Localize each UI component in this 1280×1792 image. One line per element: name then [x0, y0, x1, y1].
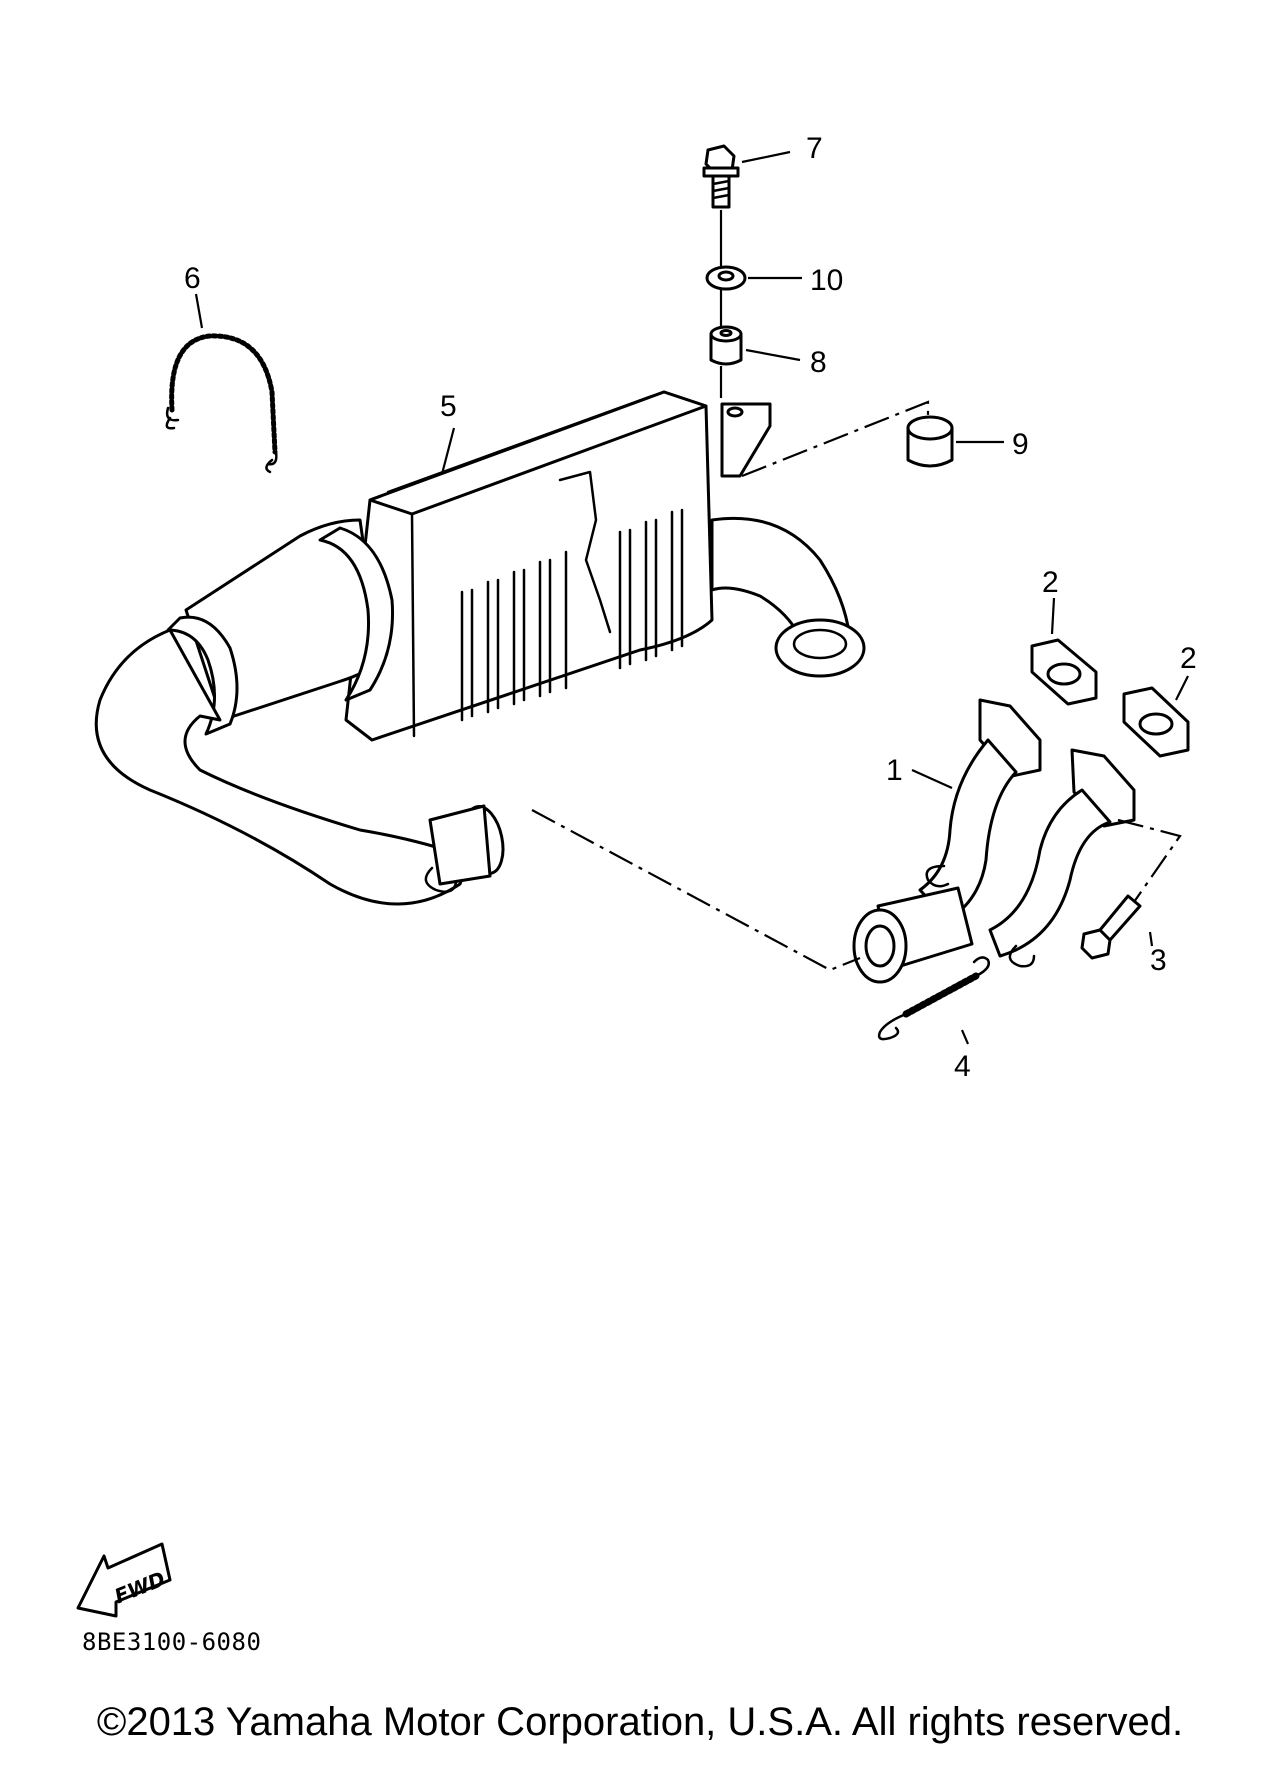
callout-6: 6	[184, 262, 201, 295]
callout-2b: 2	[1180, 642, 1197, 675]
part-10-washer[interactable]	[705, 265, 747, 291]
callout-10: 10	[810, 264, 843, 297]
diagram-code: 8BE3100-6080	[82, 1628, 262, 1656]
callout-4: 4	[954, 1050, 971, 1083]
part-6-spring[interactable]	[165, 333, 278, 474]
part-4-spring[interactable]	[877, 956, 990, 1041]
part-3-bolt[interactable]	[1080, 894, 1142, 960]
part-7-bolt[interactable]	[702, 144, 740, 209]
callout-1: 1	[886, 754, 903, 787]
part-2-gasket-left[interactable]	[1030, 638, 1098, 706]
fwd-arrow-icon: FWD	[76, 1542, 172, 1618]
callout-7: 7	[806, 132, 823, 165]
callout-3: 3	[1150, 944, 1167, 977]
callout-5: 5	[440, 390, 457, 423]
callout-2a: 2	[1042, 566, 1059, 599]
part-2-gasket-right[interactable]	[1122, 686, 1190, 758]
part-1-exhaust-pipe[interactable]	[852, 698, 1136, 984]
callout-8: 8	[810, 346, 827, 379]
part-8-collar[interactable]	[709, 325, 743, 366]
copyright-notice: ©2013 Yamaha Motor Corporation, U.S.A. A…	[96, 1700, 1184, 1744]
callout-9: 9	[1012, 428, 1029, 461]
part-9-grommet[interactable]	[906, 415, 954, 468]
part-5-muffler[interactable]	[94, 390, 866, 906]
